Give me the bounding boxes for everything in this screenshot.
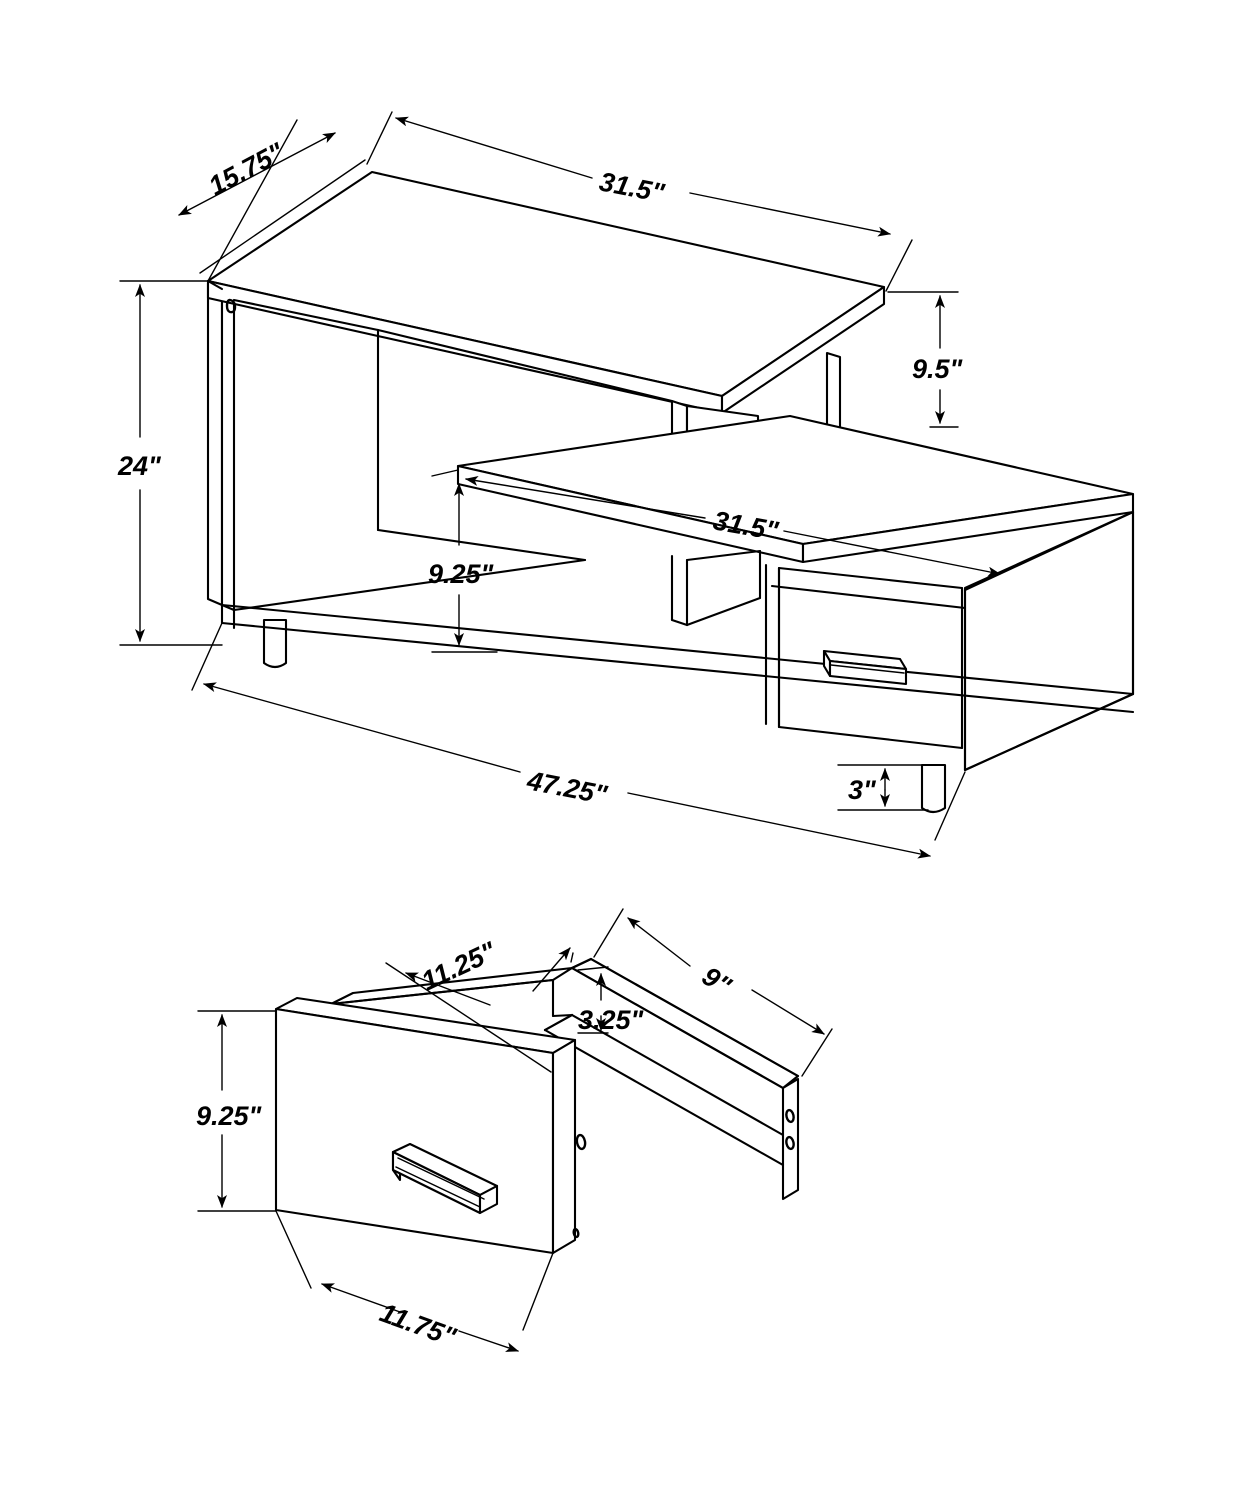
dimension-clearance-9-25: 9.25" (428, 469, 498, 653)
dimline-47-25-right (627, 792, 931, 859)
dimension-clearance-9-5: 9.5" (887, 291, 964, 428)
dimension-label-9-5: 9.5" (912, 354, 964, 384)
ext-line-11-75-right (522, 1252, 554, 1331)
leg-right (920, 763, 947, 814)
right-end-top-edge (963, 510, 1135, 592)
dimension-label-31-5-top: 31.5" (597, 166, 668, 208)
dimension-label-drawer-9-25: 9.25" (196, 1101, 263, 1131)
detail-handle-groove (397, 1157, 485, 1200)
dimension-label-9-25: 9.25" (428, 559, 495, 589)
drawer-floor-back-left (543, 1028, 785, 1167)
ext-line-31-5-top-a (366, 111, 393, 165)
left-panel-outer-face (206, 281, 224, 607)
screw-hole-upper (785, 1108, 795, 1124)
dimension-drawer-3-25: 3.25" (577, 966, 645, 1035)
ext-line-15-75-a (199, 159, 366, 274)
dimension-label-15-75: 15.75" (204, 137, 290, 202)
drawer-bottom-inner-edge (543, 1013, 574, 1032)
compartment-floor-front-edge (232, 558, 587, 612)
dimension-label-9: 9" (697, 961, 738, 1002)
ext-line-47-25-right (934, 771, 966, 841)
screw-hole-lower (785, 1135, 795, 1151)
ext-line-11-75-left (275, 1210, 312, 1289)
screw-hole-side (575, 1133, 587, 1151)
dimline-9-left (627, 917, 691, 967)
dimension-label-24: 24" (117, 451, 162, 481)
drawer-front-top-edge (777, 566, 964, 590)
top-shelf-underside-back (232, 298, 380, 332)
dimline-15-75 (178, 132, 336, 216)
drawer-near-side-cap (570, 957, 593, 970)
drawer-view: 11.25" 9" 3.25" (196, 908, 833, 1353)
dimline-31-5-mid-left (465, 475, 706, 519)
dimension-height-24: 24" (117, 280, 223, 646)
shelf-underside-to-right (376, 328, 674, 403)
dimline-9-right (751, 989, 825, 1035)
drawer-pull-handle-assembled (822, 649, 908, 686)
dimension-leg-3: 3" (837, 764, 929, 811)
dimline-31-5-top-right (689, 192, 891, 237)
dimline-31-5-top-left (395, 116, 593, 179)
ext-line-3-25-top (577, 966, 609, 971)
dimension-label-3-25: 3.25" (578, 1005, 645, 1035)
dimension-label-47-25: 47.25" (524, 765, 611, 810)
handle-inner-groove (830, 664, 905, 674)
dimension-drawer-9-25: 9.25" (196, 1010, 277, 1212)
legs-group (262, 618, 947, 814)
left-panel-inner-face (220, 287, 236, 612)
drawer-front-bottom-edge (777, 725, 964, 750)
drawer-front-board-right-edge (551, 1038, 577, 1255)
divider-top-diag (685, 549, 762, 562)
ext-line-47-25-left (191, 622, 223, 691)
screw-hole-front-edge (572, 1227, 580, 1239)
top-shelf (206, 170, 886, 415)
drawer-near-side-top-outer (570, 966, 785, 1090)
ext-line-31-5-top-b (885, 239, 913, 292)
dimline-11-75-right (458, 1330, 519, 1352)
dimline-11-25-left (405, 972, 491, 1006)
ext-line-9-a (593, 908, 624, 958)
dimline-47-25-left (203, 682, 521, 773)
right-end-bottom-edge (963, 692, 1135, 772)
ext-line-9-25-top (431, 469, 459, 477)
left-panel-top-back (206, 279, 224, 291)
assembled-view: 15.75" 31.5" 24" (117, 111, 1135, 859)
divider-bottom (670, 618, 689, 627)
dimline-11-25-right (532, 947, 571, 992)
drawer-pull-handle-detail (391, 1142, 499, 1215)
dimension-label-11-75: 11.75" (376, 1297, 461, 1352)
drawer-left-wall-front-inner (329, 978, 555, 1006)
drawer-box-line-work (274, 957, 800, 1255)
drawer-right-end-panel (781, 1077, 800, 1201)
left-side-panel (206, 281, 236, 612)
drawer-near-side-top-inner (589, 957, 800, 1078)
cabinet-line-work (206, 279, 1135, 772)
base-front-bottom-edge (220, 621, 1135, 714)
middle-shelf (456, 414, 1135, 564)
ext-line-11-25-b (570, 952, 574, 963)
divider-diag (685, 596, 762, 627)
ext-line-9-b (801, 1028, 833, 1077)
cabinet-front-face-top (770, 584, 967, 610)
compartment-floor-back-edge (376, 528, 587, 562)
screw-hole-left-panel (225, 298, 237, 314)
middle-shelf-right-edge (801, 492, 1135, 564)
drawer-left-wall-angle (551, 1013, 574, 1018)
detail-handle-groove-2 (395, 1166, 481, 1208)
drawer-near-side-bottom (570, 1013, 785, 1137)
base-front-top-edge (220, 603, 1135, 696)
dimline-31-5-mid-right (783, 530, 1001, 577)
dimension-label-3: 3" (848, 775, 877, 805)
leg-left (262, 618, 288, 669)
dimline-11-75-left (321, 1283, 401, 1313)
